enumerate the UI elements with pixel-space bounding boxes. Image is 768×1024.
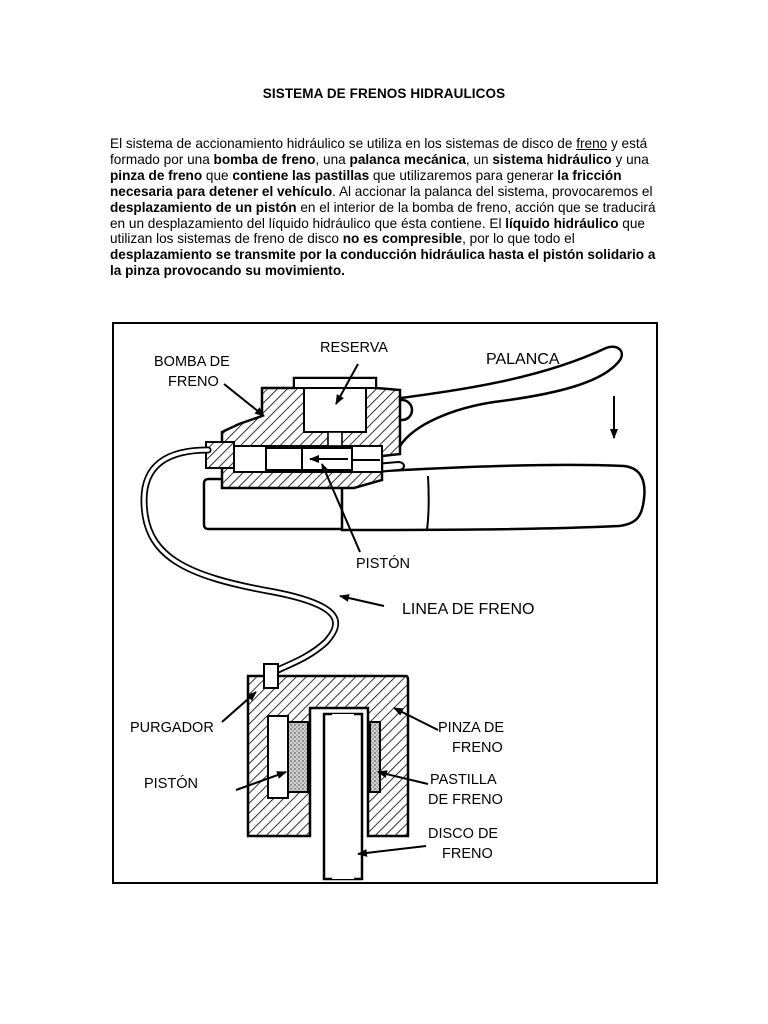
paragraph-run: palanca mecánica — [349, 151, 466, 167]
paragraph-run: y una — [611, 151, 649, 167]
paragraph-run: líquido hidráulico — [505, 215, 619, 231]
label-linea: LINEA DE FRENO — [402, 601, 534, 618]
label-bomba-2: FRENO — [168, 374, 219, 390]
paragraph-run: sistema hidráulico — [492, 151, 612, 167]
paragraph-run: , por lo que todo el — [462, 231, 575, 247]
paragraph-run: que — [202, 167, 233, 183]
page-title: SISTEMA DE FRENOS HIDRAULICOS — [262, 86, 506, 101]
paragraph-run: , un — [465, 151, 493, 167]
label-disco-2: FRENO — [442, 846, 493, 862]
label-purgador: PURGADOR — [130, 720, 214, 736]
diagram-labels: BOMBA DE FRENO RESERVA PALANCA PISTÓN LI… — [130, 340, 560, 862]
paragraph-run: no es compresible — [342, 231, 463, 247]
master-cylinder — [205, 376, 402, 490]
label-bomba-1: BOMBA DE — [154, 354, 230, 370]
paragraph-run: contiene las pastillas — [232, 167, 370, 183]
intro-paragraph: El sistema de accionamiento hidráulico s… — [110, 136, 658, 279]
handlebar — [202, 463, 646, 532]
paragraph-run: pinza de freno — [110, 167, 203, 183]
paragraph-run: desplazamiento se transmite por la condu… — [110, 247, 656, 279]
paragraph-run: freno — [576, 136, 608, 151]
paragraph-run: la fricción necesaria para detener el ve… — [110, 167, 622, 199]
diagram-svg: BOMBA DE FRENO RESERVA PALANCA PISTÓN LI… — [130, 340, 646, 881]
label-pinza-1: PINZA DE — [438, 720, 504, 736]
paragraph-run: El sistema de accionamiento hidráulico s… — [110, 136, 577, 151]
leader-lines — [221, 363, 439, 857]
label-piston-bottom: PISTÓN — [144, 775, 198, 792]
label-pastilla-2: DE FRENO — [428, 792, 503, 808]
label-piston-top: PISTÓN — [356, 555, 410, 572]
label-pinza-2: FRENO — [452, 740, 503, 756]
label-palanca: PALANCA — [486, 351, 560, 368]
paragraph-run: bomba de freno — [213, 151, 316, 167]
caliper — [246, 663, 410, 881]
paragraph-run: en el interior de la bomba de freno, acc… — [110, 199, 656, 231]
brake-system-diagram: BOMBA DE FRENO RESERVA PALANCA PISTÓN LI… — [112, 322, 658, 884]
paragraph-run: que utilizan los sistemas de freno de di… — [110, 215, 645, 247]
paragraph-run: que utilizaremos para generar — [369, 167, 558, 183]
paragraph-run: . Al accionar la palanca del sistema, pr… — [332, 183, 653, 199]
paragraph-run: desplazamiento de un pistón — [110, 199, 297, 215]
paragraph-run: , una — [315, 151, 350, 167]
label-reserva: RESERVA — [320, 340, 388, 356]
label-pastilla-1: PASTILLA — [430, 772, 497, 788]
brake-line — [140, 446, 340, 680]
label-disco-1: DISCO DE — [428, 826, 498, 842]
paragraph-run: y está formado por una — [110, 136, 648, 167]
